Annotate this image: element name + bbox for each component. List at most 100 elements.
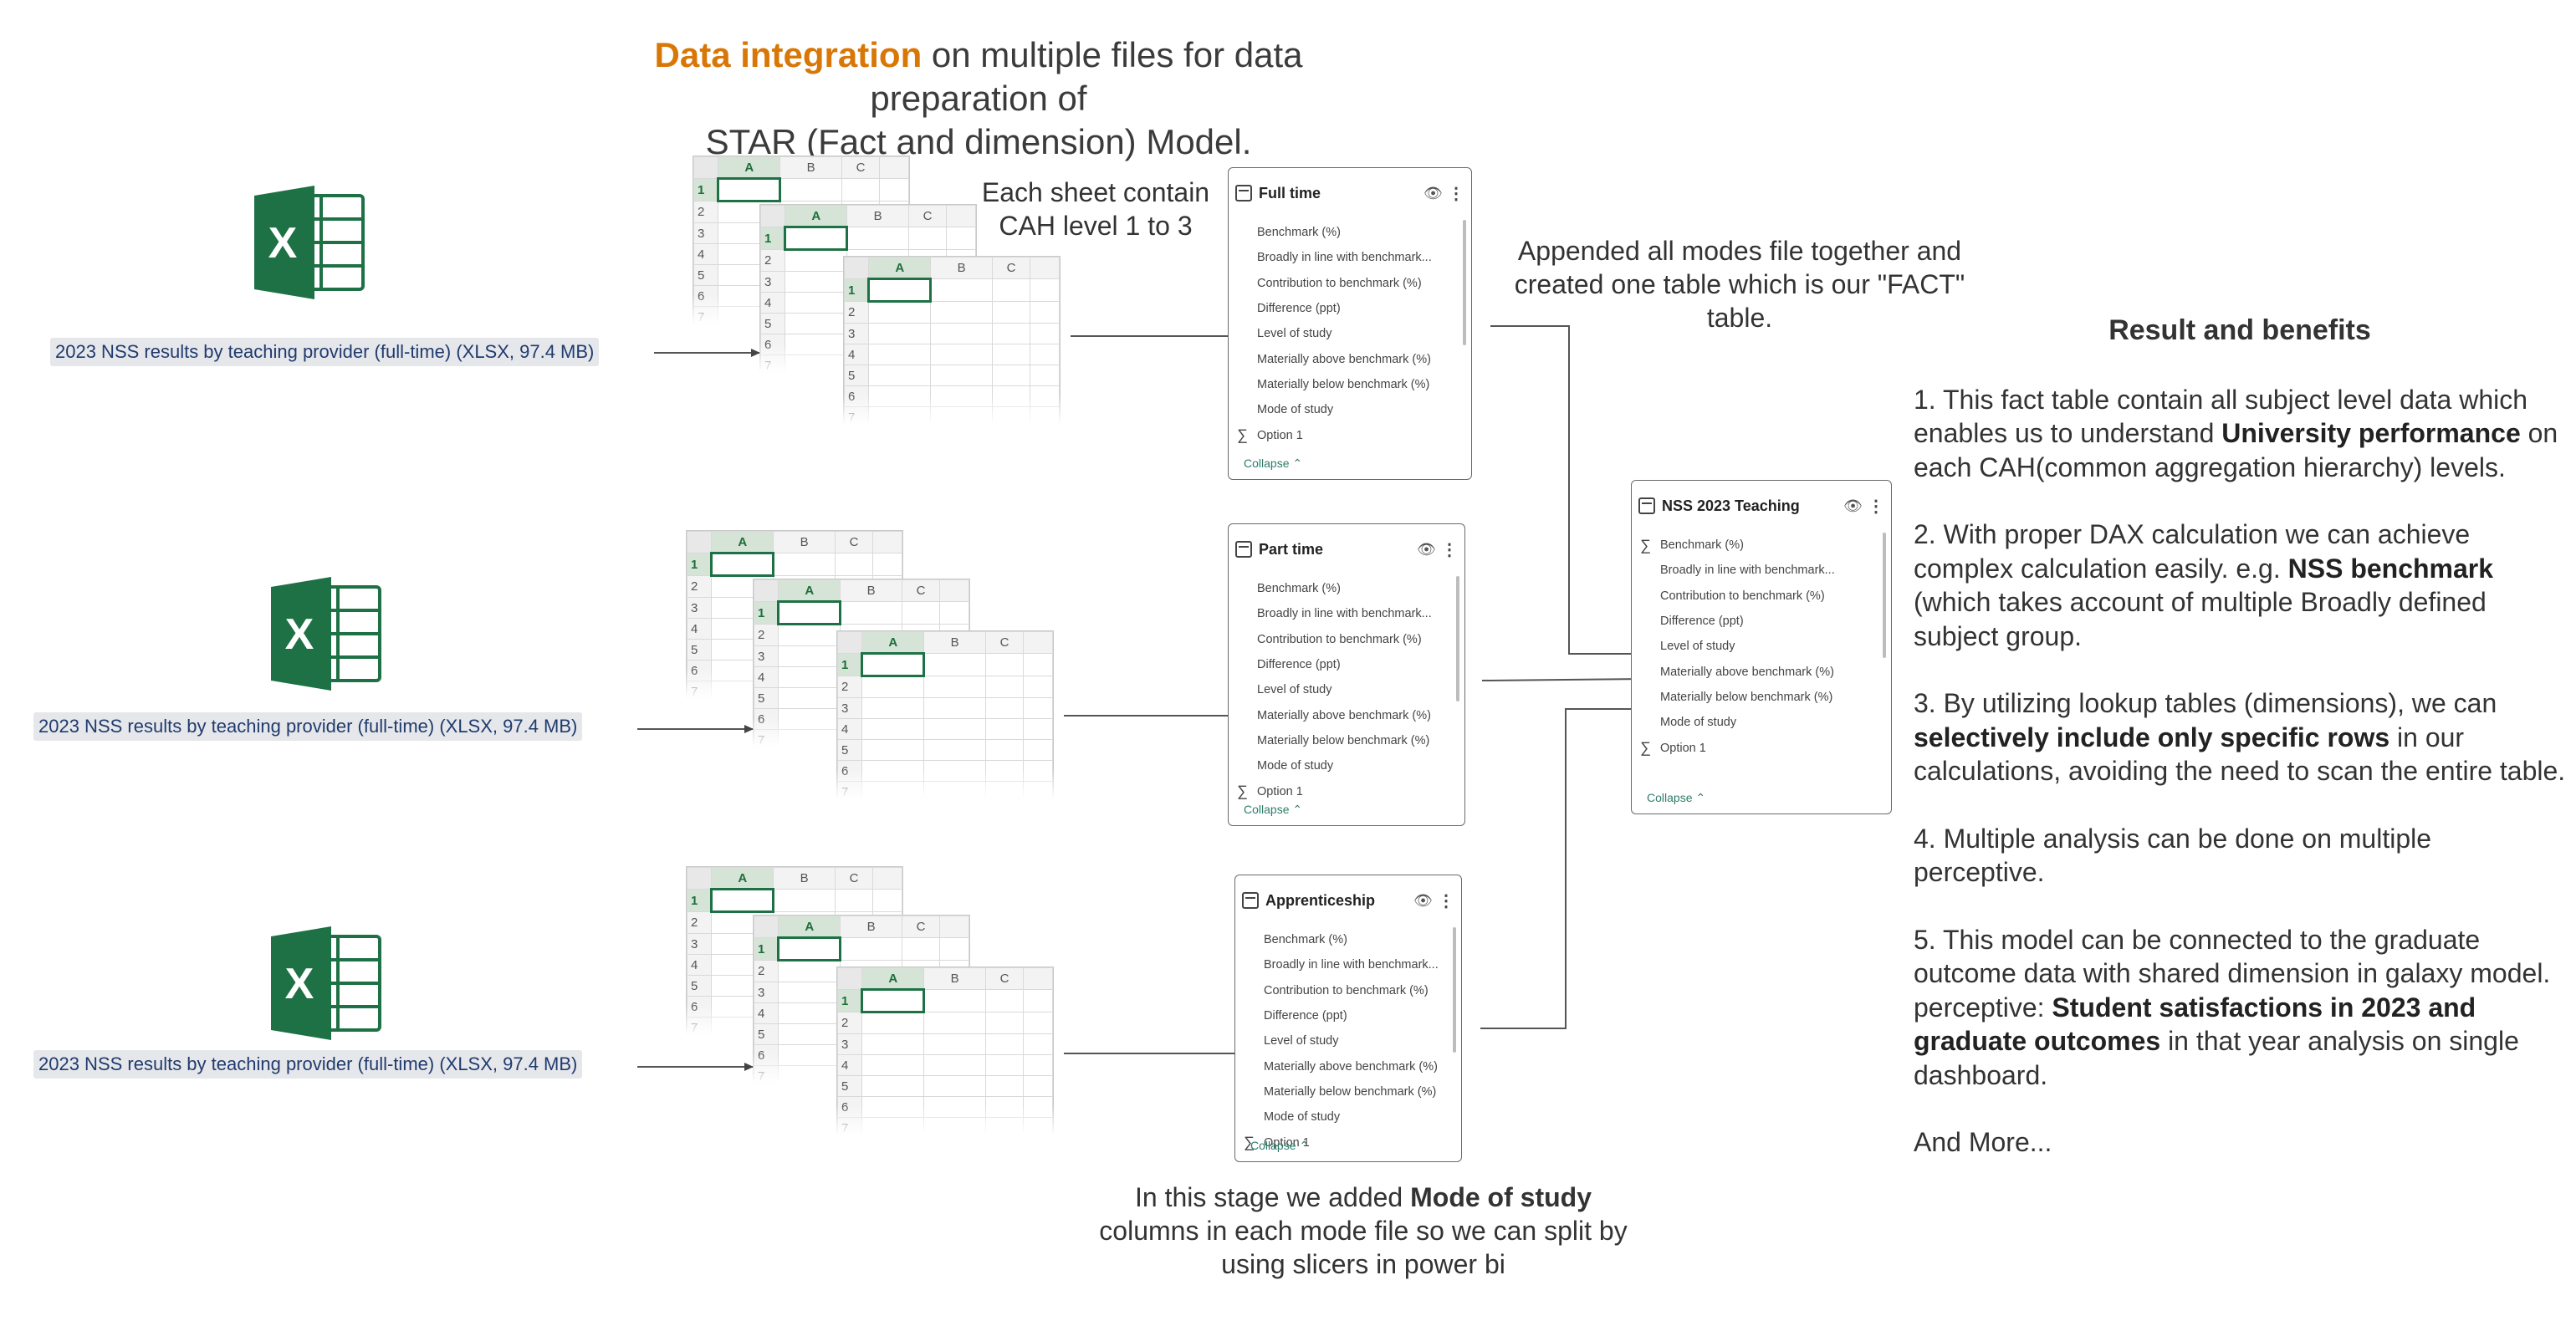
table-field[interactable]: ∑Option 1 <box>1237 778 1448 803</box>
scrollbar[interactable] <box>1463 220 1466 345</box>
table-field[interactable]: Materially above benchmark (%) <box>1244 1053 1444 1079</box>
table-field[interactable]: Contribution to benchmark (%) <box>1244 978 1444 1003</box>
table-field-label: Materially above benchmark (%) <box>1257 352 1431 366</box>
row-header: 2 <box>754 960 779 982</box>
append-note: Appended all modes file together and cre… <box>1514 236 1965 333</box>
table-field[interactable]: Mode of study <box>1237 397 1454 422</box>
scrollbar[interactable] <box>1883 533 1886 658</box>
table-field[interactable]: Level of study <box>1640 634 1874 659</box>
table-field[interactable]: Broadly in line with benchmark... <box>1237 601 1448 626</box>
more-options-icon[interactable]: ⋮ <box>1438 891 1454 910</box>
table-field[interactable]: Level of study <box>1244 1028 1444 1053</box>
table-field[interactable]: Difference (ppt) <box>1244 1003 1444 1028</box>
table-field[interactable]: Materially below benchmark (%) <box>1640 685 1874 710</box>
more-options-icon[interactable]: ⋮ <box>1448 184 1464 203</box>
row-header: 6 <box>754 708 779 730</box>
result-2-text-end: (which takes account of multiple Broadly… <box>1914 587 2487 651</box>
row-header: 3 <box>760 271 786 293</box>
table-field[interactable]: Benchmark (%) <box>1237 576 1448 601</box>
table-field[interactable]: Materially above benchmark (%) <box>1237 346 1454 371</box>
part-time-table-card[interactable]: Part time 👁 ⋮ Benchmark (%) Broadly in line … <box>1228 523 1465 826</box>
table-title: Part time <box>1259 540 1324 558</box>
row-header: 2 <box>844 301 870 324</box>
table-field[interactable]: Difference (ppt) <box>1640 609 1874 634</box>
table-field[interactable]: Benchmark (%) <box>1237 220 1454 245</box>
results-panel: Result and benefits 1. This fact table c… <box>1914 314 2566 1193</box>
table-field[interactable]: Benchmark (%) <box>1244 927 1444 952</box>
collapse-button[interactable]: Collapse ⌃ <box>1244 456 1302 471</box>
table-field[interactable]: Mode of study <box>1237 753 1448 778</box>
row-header: 4 <box>693 243 719 265</box>
table-field[interactable]: Difference (ppt) <box>1237 296 1454 321</box>
sigma-icon: ∑ <box>1640 536 1651 553</box>
result-1-text-end: on each CAH(common aggregation hierarchy… <box>1914 418 2558 482</box>
eye-icon[interactable]: 👁 <box>1843 497 1863 514</box>
table-field[interactable]: ∑Benchmark (%) <box>1640 533 1874 558</box>
more-options-icon[interactable]: ⋮ <box>1868 497 1884 516</box>
stage-note-post: columns in each mode file so we can spli… <box>1099 1216 1628 1279</box>
row-header: 3 <box>837 1033 863 1055</box>
eye-icon[interactable]: 👁 <box>1413 891 1433 909</box>
column-header: A <box>868 257 932 280</box>
svg-text:X: X <box>285 610 314 659</box>
source-file-link-apprenticeship[interactable]: 2023 NSS results by teaching provider (f… <box>33 1050 583 1079</box>
table-icon <box>1235 185 1252 201</box>
table-field-label: Broadly in line with benchmark... <box>1264 958 1439 972</box>
table-field[interactable]: Materially below benchmark (%) <box>1237 728 1448 753</box>
table-field[interactable]: Difference (ppt) <box>1237 652 1448 677</box>
row-header: 2 <box>760 249 786 272</box>
collapse-button[interactable]: Collapse ⌃ <box>1250 1139 1309 1153</box>
arrow-apprenticeship-to-nss <box>1480 705 1648 1029</box>
table-field[interactable]: ∑Option 1 <box>1244 1130 1444 1155</box>
table-field-label: Contribution to benchmark (%) <box>1257 276 1422 290</box>
scrollbar[interactable] <box>1456 576 1459 701</box>
table-field[interactable]: Contribution to benchmark (%) <box>1237 271 1454 296</box>
column-header: A <box>718 156 781 180</box>
row-header: 3 <box>687 597 713 619</box>
row-header: 4 <box>687 954 713 976</box>
result-5-bold: Student satisfactions in 2023 and gradua… <box>1914 992 2476 1057</box>
row-header: 7 <box>687 1017 713 1034</box>
table-title: NSS 2023 Teaching <box>1662 497 1800 514</box>
result-1-bold: University performance <box>2221 418 2521 448</box>
table-field[interactable]: Level of study <box>1237 677 1448 702</box>
table-field[interactable]: Broadly in line with benchmark... <box>1237 245 1454 270</box>
source-file-link-full-time[interactable]: 2023 NSS results by teaching provider (f… <box>50 338 600 366</box>
table-field[interactable]: Mode of study <box>1640 710 1874 735</box>
row-header: 5 <box>687 975 713 997</box>
collapse-button[interactable]: Collapse ⌃ <box>1244 803 1302 817</box>
table-field-label: Broadly in line with benchmark... <box>1257 607 1432 621</box>
table-field[interactable]: Contribution to benchmark (%) <box>1237 627 1448 652</box>
result-item-3: 3. By utilizing lookup tables (dimension… <box>1914 686 2566 788</box>
table-field[interactable]: Broadly in line with benchmark... <box>1244 952 1444 977</box>
column-header: C <box>907 205 948 227</box>
table-field[interactable]: Mode of study <box>1244 1104 1444 1130</box>
table-field[interactable]: Materially above benchmark (%) <box>1640 659 1874 684</box>
table-field[interactable]: Level of study <box>1237 321 1454 346</box>
scrollbar[interactable] <box>1453 927 1456 1053</box>
table-field[interactable]: Materially below benchmark (%) <box>1237 372 1454 397</box>
eye-icon[interactable]: 👁 <box>1417 540 1436 558</box>
apprenticeship-table-card[interactable]: Apprenticeship👁⋮Benchmark (%)Broadly in … <box>1234 875 1462 1162</box>
row-header: 3 <box>837 697 863 719</box>
eye-icon[interactable]: 👁 <box>1423 184 1443 201</box>
table-field[interactable]: Materially above benchmark (%) <box>1237 702 1448 727</box>
table-field[interactable]: Contribution to benchmark (%) <box>1640 584 1874 609</box>
chevron-up-icon: ⌃ <box>1292 803 1303 816</box>
nss-2023-teaching-table-card[interactable]: NSS 2023 Teaching 👁 ⋮ ∑Benchmark (%)Broadly… <box>1631 480 1892 814</box>
more-options-icon[interactable]: ⋮ <box>1441 540 1458 559</box>
arrow-parttime-to-nss <box>1481 675 1648 684</box>
column-header: B <box>779 156 842 179</box>
table-field-label: Materially below benchmark (%) <box>1264 1084 1437 1099</box>
full-time-table-card[interactable]: Full time👁⋮Benchmark (%)Broadly in line … <box>1228 167 1472 480</box>
table-field[interactable]: Broadly in line with benchmark... <box>1640 558 1874 583</box>
sheet-note: Each sheet contain CAH level 1 to 3 <box>981 177 1210 241</box>
table-field[interactable]: ∑Option 1 <box>1640 735 1874 760</box>
source-file-link-part-time[interactable]: 2023 NSS results by teaching provider (f… <box>33 712 583 741</box>
collapse-button[interactable]: Collapse ⌃ <box>1647 791 1705 805</box>
table-field-label: Materially above benchmark (%) <box>1264 1059 1438 1074</box>
column-header: C <box>984 631 1025 654</box>
table-field[interactable]: ∑Option 1 <box>1237 422 1454 447</box>
column-header: A <box>861 631 925 655</box>
table-field[interactable]: Materially below benchmark (%) <box>1244 1079 1444 1104</box>
